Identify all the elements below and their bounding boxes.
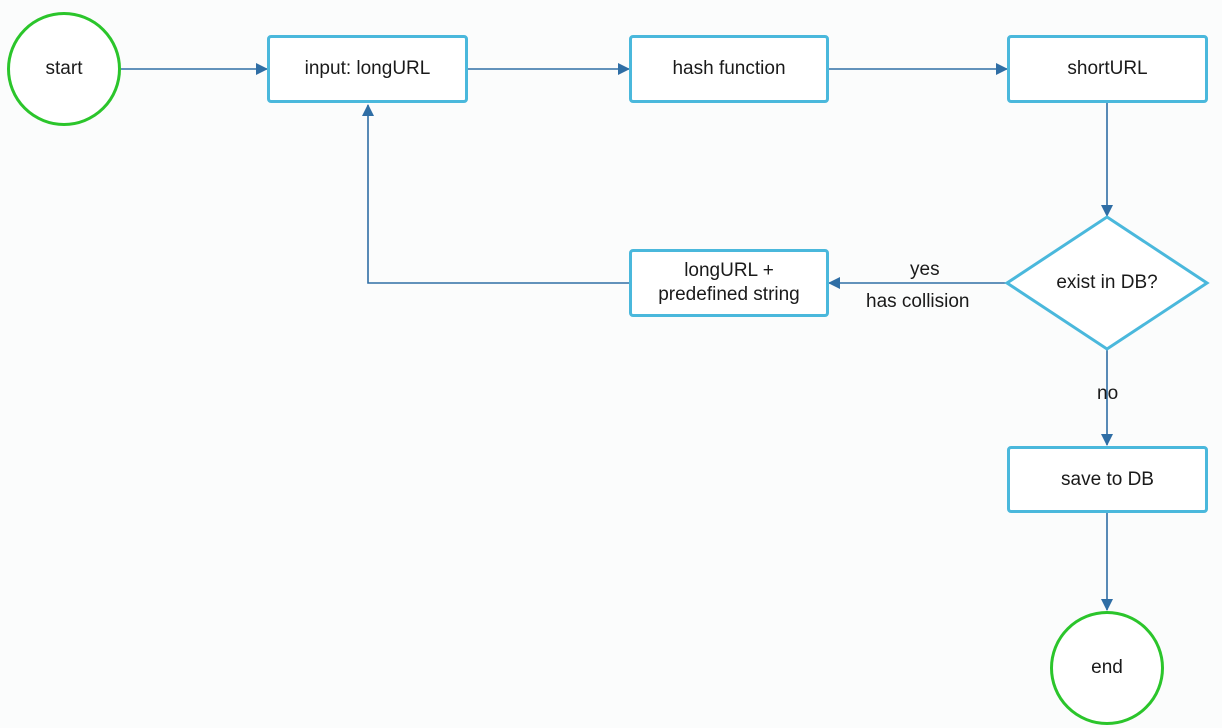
edge-label-has-collision: has collision bbox=[866, 291, 970, 312]
save-to-db-node: save to DB bbox=[1007, 446, 1208, 513]
exist-in-db-node: exist in DB? bbox=[1007, 217, 1207, 349]
retry-label: longURL + predefined string bbox=[658, 260, 800, 305]
input-longurl-node: input: longURL bbox=[267, 35, 468, 103]
save-to-db-label: save to DB bbox=[1061, 468, 1154, 490]
end-node: end bbox=[1050, 611, 1164, 725]
start-node: start bbox=[7, 12, 121, 126]
input-longurl-label: input: longURL bbox=[304, 58, 431, 79]
start-node-label: start bbox=[45, 58, 83, 79]
exist-in-db-label: exist in DB? bbox=[1056, 272, 1158, 293]
hash-function-label: hash function bbox=[672, 58, 786, 79]
decision-diamond bbox=[1004, 215, 1210, 351]
arrow-retry-to-input bbox=[362, 104, 629, 284]
end-node-label: end bbox=[1091, 657, 1123, 678]
hash-function-node: hash function bbox=[629, 35, 829, 103]
shorturl-node: shortURL bbox=[1007, 35, 1208, 103]
retry-node: longURL + predefined string bbox=[629, 249, 829, 317]
shorturl-label: shortURL bbox=[1067, 58, 1148, 79]
edge-label-no: no bbox=[1097, 383, 1119, 404]
edge-label-yes: yes bbox=[910, 259, 940, 280]
